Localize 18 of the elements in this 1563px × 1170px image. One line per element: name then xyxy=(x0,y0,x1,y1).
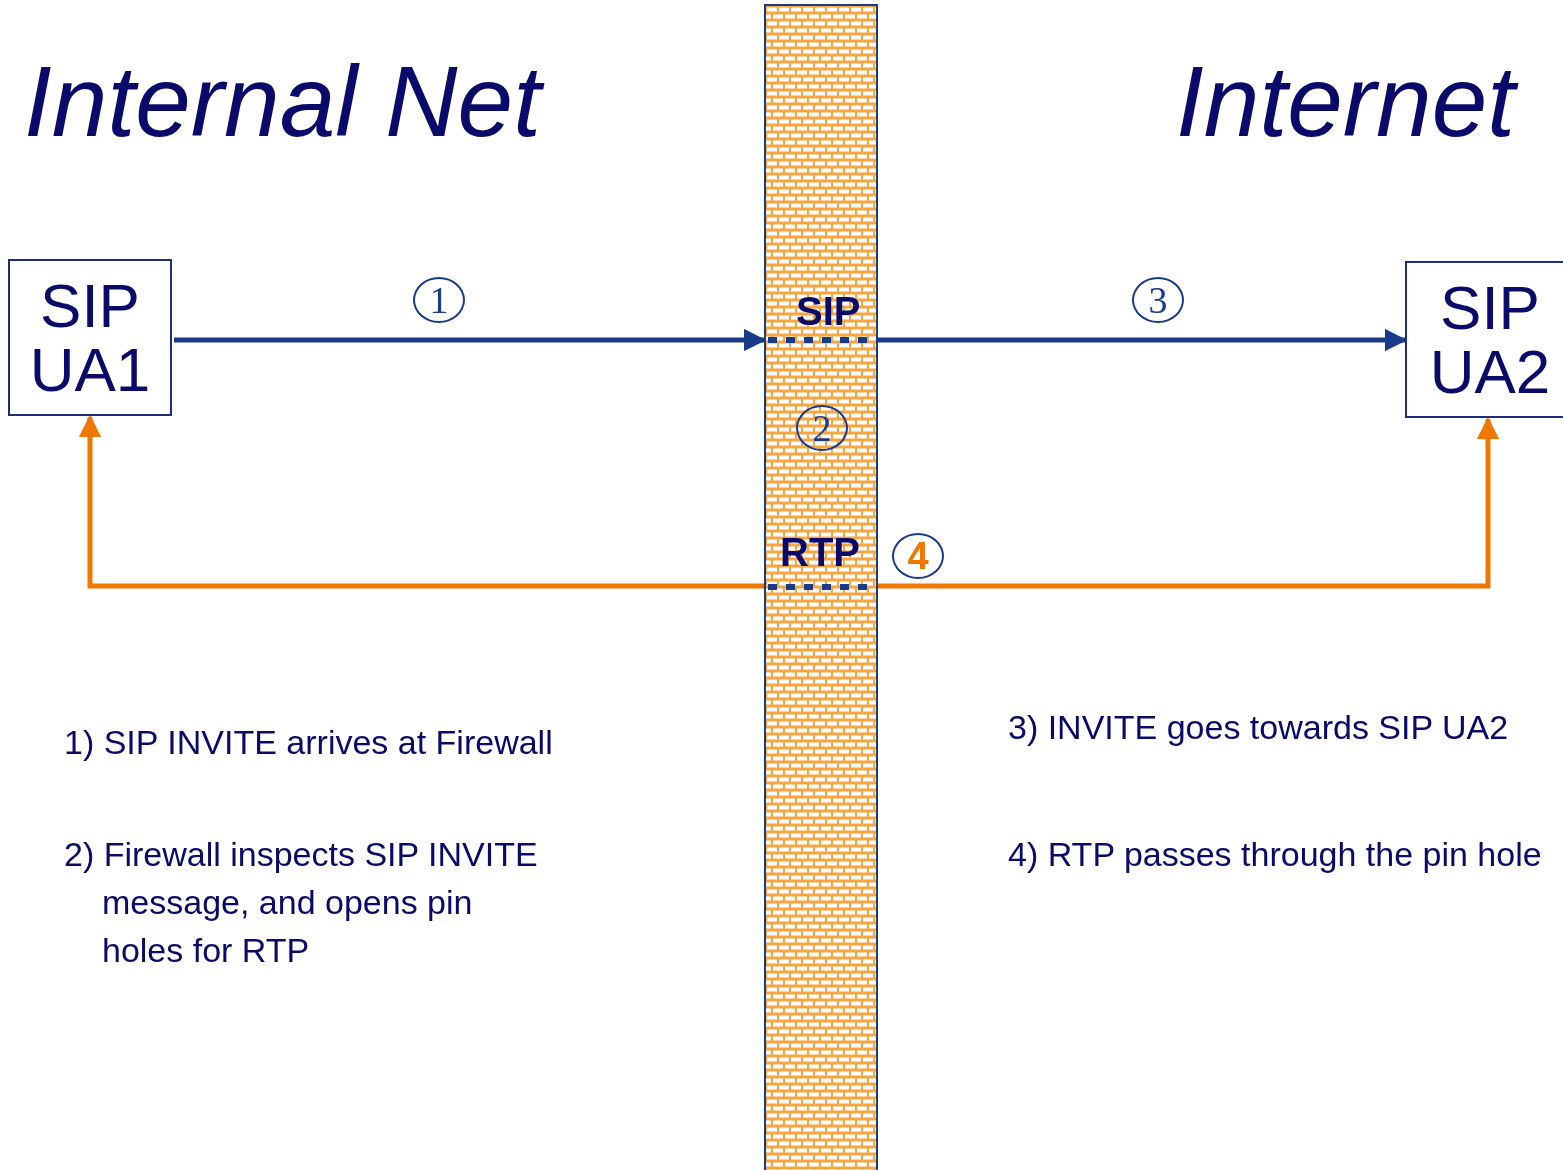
step-number: 4 xyxy=(892,533,944,579)
arrow xyxy=(78,414,764,589)
arrow xyxy=(878,416,1500,589)
node-label: SIP UA1 xyxy=(28,273,152,402)
protocol-label: SIP xyxy=(796,289,861,333)
step-note: 1) SIP INVITE arrives at Firewall xyxy=(64,722,554,763)
node-label: SIP UA2 xyxy=(1428,275,1552,404)
step-note: 4) RTP passes through the pin hole xyxy=(1008,834,1543,875)
user-agent-box xyxy=(1405,261,1563,418)
step-note: 3) INVITE goes towards SIP UA2 xyxy=(1008,707,1510,748)
firewall-wall xyxy=(764,4,878,1170)
step-number: 2 xyxy=(796,405,848,451)
step-note: 2) Firewall inspects SIP INVITE message, and opens pin holes for RTP xyxy=(64,834,539,971)
step-number: 3 xyxy=(1132,277,1184,323)
protocol-label: RTP xyxy=(780,530,860,574)
arrow xyxy=(174,328,767,352)
user-agent-box xyxy=(8,259,172,416)
step-number: 1 xyxy=(413,277,465,323)
